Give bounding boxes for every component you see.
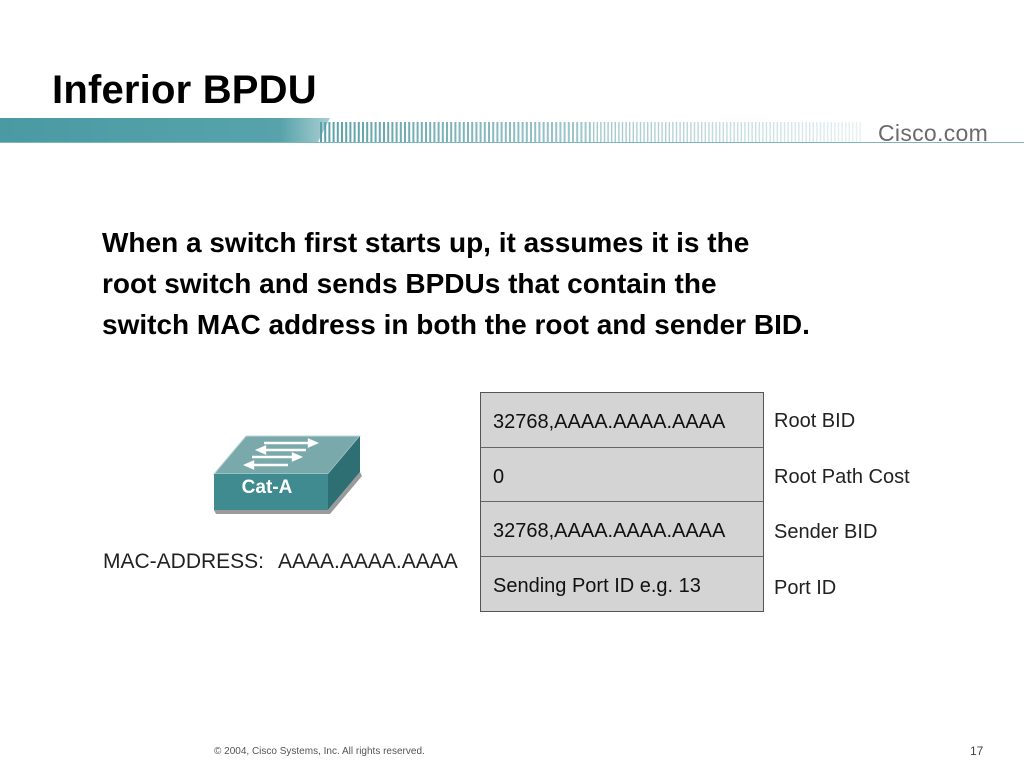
page-number: 17 xyxy=(970,744,984,758)
bpdu-frame-table: 32768,AAAA.AAAA.AAAA 0 32768,AAAA.AAAA.A… xyxy=(480,392,764,612)
switch-label: Cat-A xyxy=(241,477,293,498)
mac-address-value: AAAA.AAAA.AAAA xyxy=(278,550,458,573)
bpdu-root-bid-label: Root BID xyxy=(774,410,856,432)
body-line: root switch and sends BPDUs that contain… xyxy=(102,268,717,299)
header-stripe-bar xyxy=(0,118,1024,148)
bpdu-root-path-cost-label: Root Path Cost xyxy=(774,465,910,488)
body-line: When a switch first starts up, it assume… xyxy=(102,227,750,258)
slide-title: Inferior BPDU xyxy=(52,68,317,112)
bpdu-root-path-cost-value: 0 xyxy=(481,448,763,502)
switch-icon xyxy=(212,435,362,514)
brand-logo-text: Cisco.com xyxy=(878,120,989,146)
bpdu-field-labels: Root BID Root Path Cost Sender BID Port … xyxy=(774,392,994,614)
bpdu-root-bid-value: 32768,AAAA.AAAA.AAAA xyxy=(481,393,763,448)
header-stripe-graphic xyxy=(0,118,1024,143)
mac-address-label: MAC-ADDRESS: xyxy=(103,550,265,573)
mac-address-line: MAC-ADDRESS: AAAA.AAAA.AAAA xyxy=(103,550,458,574)
body-paragraph: When a switch first starts up, it assume… xyxy=(102,222,982,345)
bpdu-port-id-value: Sending Port ID e.g. 13 xyxy=(493,574,701,597)
bpdu-sender-bid-value: 32768,AAAA.AAAA.AAAA xyxy=(481,502,763,557)
footer-copyright: © 2004, Cisco Systems, Inc. All rights r… xyxy=(214,746,425,757)
bpdu-port-id-label: Port ID xyxy=(774,576,837,599)
bpdu-sender-bid-label: Sender BID xyxy=(774,521,878,543)
body-line: switch MAC address in both the root and … xyxy=(102,309,810,340)
